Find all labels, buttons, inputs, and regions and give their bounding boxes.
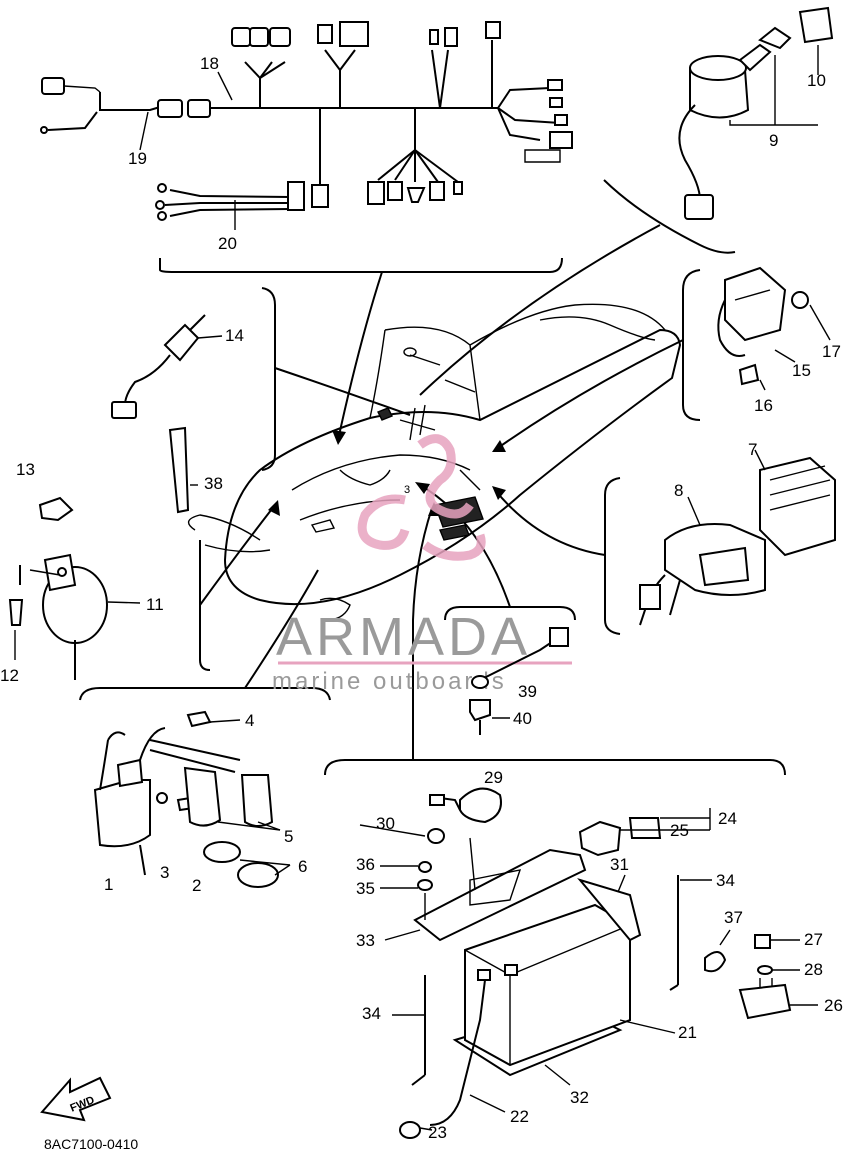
callout-8: 8 bbox=[674, 481, 683, 500]
ignition-switch-group bbox=[678, 6, 834, 220]
ignition-switch-bracket bbox=[603, 179, 736, 254]
callout-24: 24 bbox=[718, 809, 737, 828]
callout-38: 38 bbox=[204, 474, 223, 493]
callout-13: 13 bbox=[16, 460, 35, 479]
callout-20: 20 bbox=[218, 234, 237, 253]
callout-37: 37 bbox=[724, 908, 743, 927]
callout-34-right: 34 bbox=[716, 871, 735, 890]
callout-29: 29 bbox=[484, 768, 503, 787]
callout-17: 17 bbox=[822, 342, 841, 361]
callout-2: 2 bbox=[192, 876, 201, 895]
callout-34-left: 34 bbox=[362, 1004, 381, 1023]
callout-18: 18 bbox=[200, 54, 219, 73]
cdi-group bbox=[639, 449, 836, 626]
fwd-arrow-icon: FWD bbox=[40, 1076, 112, 1122]
callout-27: 27 bbox=[804, 930, 823, 949]
callout-5: 5 bbox=[284, 827, 293, 846]
callout-1: 1 bbox=[104, 875, 113, 894]
group-brackets bbox=[79, 179, 786, 776]
callout-16: 16 bbox=[754, 396, 773, 415]
sled-marker: 3 bbox=[404, 484, 410, 496]
callout-39: 39 bbox=[518, 682, 537, 701]
callout-25: 25 bbox=[670, 821, 689, 840]
sensor-group bbox=[469, 627, 569, 735]
callout-15: 15 bbox=[792, 361, 811, 380]
ignition-coil-group bbox=[93, 710, 291, 888]
callout-35: 35 bbox=[356, 879, 375, 898]
switch-group-bracket bbox=[261, 287, 276, 471]
snowmobile-body: 3 bbox=[187, 303, 682, 621]
callout-19: 19 bbox=[128, 149, 147, 168]
coil-group-bracket bbox=[79, 687, 331, 701]
headlight-group bbox=[8, 496, 141, 680]
wiring-harness-group bbox=[40, 21, 573, 230]
harness-group-bracket bbox=[159, 257, 563, 273]
callout-28: 28 bbox=[804, 960, 823, 979]
armada-logo-icon bbox=[357, 434, 486, 561]
rectifier-group bbox=[717, 266, 831, 391]
callout-22: 22 bbox=[510, 1107, 529, 1126]
battery-group bbox=[359, 787, 818, 1139]
armada-watermark: ARMADA marine outboards bbox=[272, 434, 572, 695]
headlight-group-bracket bbox=[199, 540, 211, 671]
callout-36: 36 bbox=[356, 855, 375, 874]
callout-9: 9 bbox=[769, 131, 778, 150]
group-leaders bbox=[199, 224, 684, 760]
callout-32: 32 bbox=[570, 1088, 589, 1107]
callout-12: 12 bbox=[0, 666, 19, 685]
callout-6: 6 bbox=[298, 857, 307, 876]
switch-group bbox=[111, 314, 223, 514]
watermark-tagline: marine outboards bbox=[272, 668, 507, 695]
callout-33: 33 bbox=[356, 931, 375, 950]
callout-21: 21 bbox=[678, 1023, 697, 1042]
callout-10: 10 bbox=[807, 71, 826, 90]
battery-group-bracket bbox=[324, 759, 786, 776]
callout-4: 4 bbox=[245, 711, 254, 730]
callout-7: 7 bbox=[748, 440, 757, 459]
drawing-code: 8AC7100-0410 bbox=[44, 1136, 138, 1152]
callout-14: 14 bbox=[225, 326, 244, 345]
callout-11: 11 bbox=[146, 595, 164, 614]
cdi-group-bracket bbox=[604, 477, 621, 635]
callout-40: 40 bbox=[513, 709, 532, 728]
callout-26: 26 bbox=[824, 996, 843, 1015]
callout-31: 31 bbox=[610, 855, 629, 874]
callout-30: 30 bbox=[376, 814, 395, 833]
callout-labels: 18 19 20 10 9 14 17 15 16 13 38 7 8 11 1… bbox=[0, 54, 843, 1142]
rectifier-group-bracket bbox=[682, 269, 701, 421]
callout-23: 23 bbox=[428, 1123, 447, 1142]
watermark-brand: ARMADA bbox=[276, 607, 531, 667]
callout-3: 3 bbox=[160, 863, 169, 882]
